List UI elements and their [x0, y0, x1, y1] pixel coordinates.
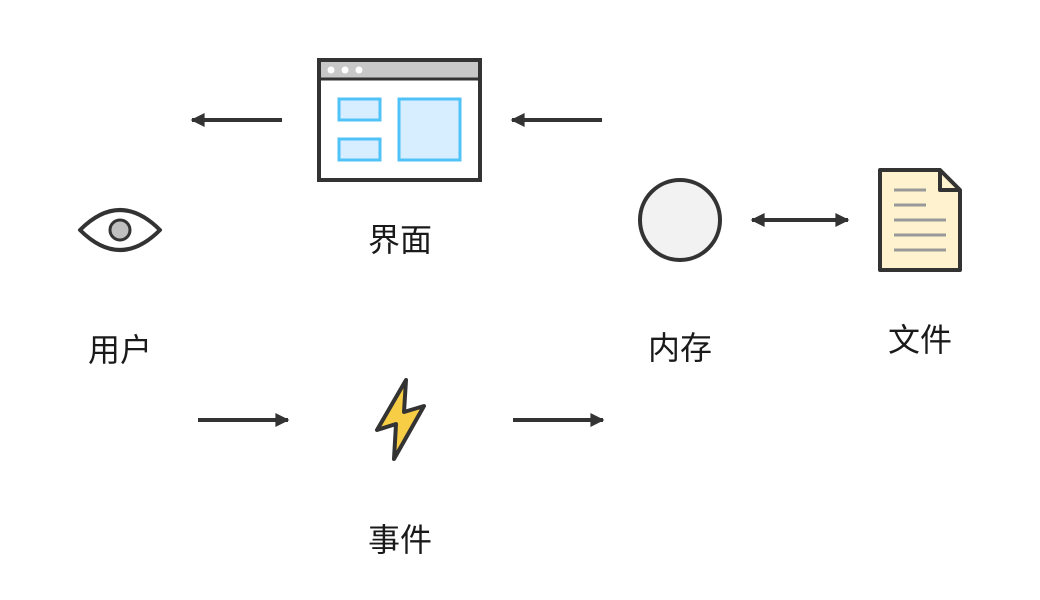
- document-icon: [878, 168, 962, 272]
- event-label: 事件: [367, 521, 433, 559]
- user-label: 用户: [87, 331, 153, 369]
- lightning-bolt-icon: [375, 378, 426, 461]
- ui-label: 界面: [367, 221, 433, 259]
- file-label: 文件: [887, 321, 953, 359]
- eye-icon: [78, 208, 162, 252]
- memory-label: 内存: [647, 329, 713, 367]
- circle-icon: [638, 178, 722, 262]
- browser-window-icon: [317, 58, 482, 182]
